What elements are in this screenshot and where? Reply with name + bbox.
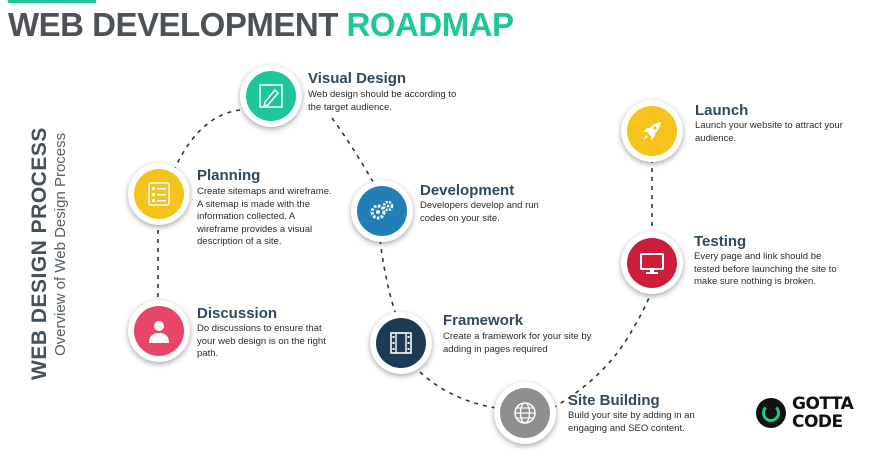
- discussion-icon-circle: [134, 306, 184, 356]
- site-building-icon-circle: [500, 388, 550, 438]
- film-icon: [390, 332, 412, 354]
- logo-mark-icon: [756, 398, 786, 428]
- testing-desc: Every page and link should be tested bef…: [694, 251, 837, 287]
- logo-line-2: CODE: [792, 412, 843, 432]
- person-icon: [149, 321, 169, 343]
- top-accent-bar: [8, 0, 96, 3]
- launch-icon-circle: [627, 106, 677, 156]
- development-desc: Developers develop and run codes on your…: [420, 200, 539, 224]
- checklist-icon: [148, 182, 170, 206]
- development-icon-circle: [357, 186, 407, 236]
- title-part-1: WEB DEVELOPMENT: [8, 6, 338, 43]
- rocket-icon: [643, 122, 661, 140]
- page-title: WEB DEVELOPMENT ROADMAP: [8, 6, 514, 44]
- visual-design-node: [240, 65, 302, 127]
- discussion-title: Discussion: [197, 305, 278, 322]
- testing-title: Testing: [694, 233, 747, 250]
- testing-icon-circle: [627, 238, 677, 288]
- launch-desc: Launch your website to attract your audi…: [695, 120, 843, 144]
- site-building-node: [494, 382, 556, 444]
- title-part-2: ROADMAP: [346, 6, 515, 43]
- site-building-desc: Build your site by adding in an engaging…: [568, 410, 695, 434]
- planning-title: Planning: [197, 167, 261, 184]
- visual-design-title: Visual Design: [308, 70, 407, 87]
- planning-node: [128, 163, 190, 225]
- planning-icon-circle: [134, 169, 184, 219]
- logo-line-1: GOTTA: [792, 394, 854, 414]
- gotta-code-logo: GOTTA CODE: [756, 392, 856, 436]
- testing-node: [621, 232, 683, 294]
- launch-node: [621, 100, 683, 162]
- framework-icon-circle: [376, 318, 426, 368]
- monitor-icon: [640, 253, 664, 274]
- visual-design-desc: Web design should be according to the ta…: [308, 89, 457, 113]
- site-building-title: Site Building: [568, 392, 660, 409]
- discussion-desc: Do discussions to ensure that your web d…: [197, 323, 326, 359]
- gears-icon: [370, 200, 394, 220]
- framework-title: Framework: [443, 312, 524, 329]
- planning-desc: Create sitemaps and wireframe. A sitemap…: [197, 186, 332, 247]
- development-node: [351, 180, 413, 242]
- globe-icon: [514, 402, 536, 424]
- framework-node: [370, 312, 432, 374]
- pen-icon: [259, 84, 283, 108]
- framework-desc: Create a framework for your site by addi…: [443, 331, 592, 355]
- launch-title: Launch: [695, 102, 749, 119]
- development-title: Development: [420, 182, 515, 199]
- visual-design-icon-circle: [246, 71, 296, 121]
- discussion-node: [128, 300, 190, 362]
